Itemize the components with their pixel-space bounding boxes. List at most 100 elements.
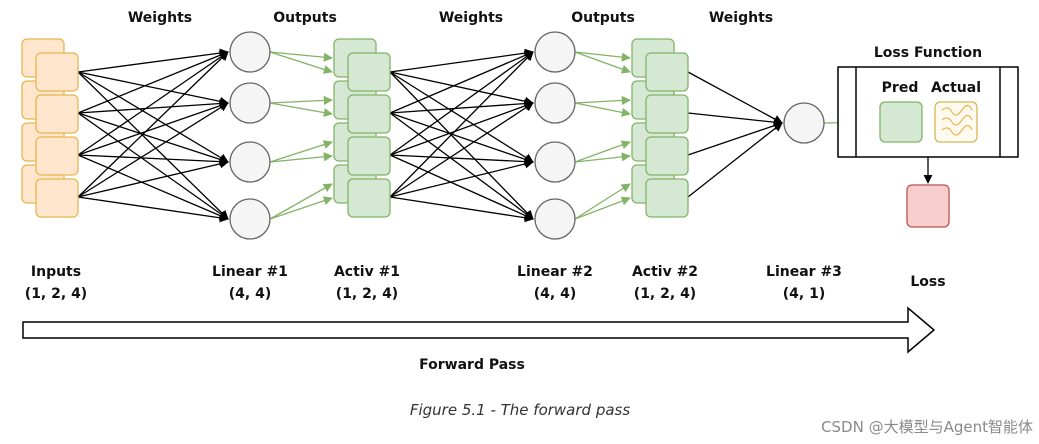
weight-edge <box>687 121 783 156</box>
weight-edge <box>77 196 229 223</box>
weight-edge <box>77 101 229 156</box>
activ2-name: Activ #2 <box>632 264 698 280</box>
output-edge <box>574 183 631 220</box>
weight-edge <box>77 112 229 220</box>
activ2-stack <box>631 38 689 218</box>
weight-edge <box>687 112 783 127</box>
output-edge <box>269 196 333 220</box>
output-edge <box>269 51 333 62</box>
input-cell <box>35 178 79 218</box>
linear2-neurons <box>534 31 576 240</box>
loss-function-title: Loss Function <box>874 45 982 61</box>
weight-edge <box>389 71 534 106</box>
inputs-shape: (1, 2, 4) <box>25 286 87 302</box>
weight-edge <box>389 71 534 220</box>
weight-edge <box>77 71 229 163</box>
weight-edge <box>77 154 229 220</box>
loss-box <box>906 184 950 228</box>
activ1-shape: (1, 2, 4) <box>336 286 398 302</box>
input-cell <box>35 52 79 92</box>
output-edge <box>574 51 631 62</box>
weight-edge <box>77 112 229 164</box>
input-cell <box>35 94 79 134</box>
activ1-name: Activ #1 <box>334 264 400 280</box>
pred-label: Pred <box>882 80 919 96</box>
weight-edge <box>77 154 229 167</box>
weight-edge <box>389 112 534 220</box>
weight-edge <box>77 71 229 106</box>
activ2-shape: (1, 2, 4) <box>634 286 696 302</box>
neuron <box>229 31 271 73</box>
linear2-shape: (4, 4) <box>534 286 576 302</box>
neuron <box>534 141 576 183</box>
output-edge <box>574 102 631 117</box>
weight-edge <box>77 48 229 73</box>
weight-edge <box>389 154 534 220</box>
activ1-stack <box>333 38 391 218</box>
weight-edge <box>77 99 229 114</box>
activ-cell <box>347 178 391 218</box>
weight-edge <box>389 159 534 198</box>
weight-edge <box>77 102 229 198</box>
weight-edge <box>77 71 229 220</box>
activ-cell <box>645 52 689 92</box>
weight-edge <box>389 112 534 164</box>
weight-edge <box>389 99 534 114</box>
neuron <box>534 198 576 240</box>
linear2-name: Linear #2 <box>517 264 593 280</box>
activ-cell <box>645 178 689 218</box>
neuron <box>229 198 271 240</box>
forward-pass-label: Forward Pass <box>419 357 525 373</box>
output-edge <box>574 196 631 220</box>
input-cell <box>35 136 79 176</box>
output-edge <box>269 183 333 220</box>
forward-pass-arrow <box>22 306 936 354</box>
loss-name: Loss <box>910 274 945 290</box>
output-edge <box>574 51 631 74</box>
output-edge <box>269 102 333 118</box>
weight-edge <box>389 102 534 198</box>
weight-edge <box>389 48 534 73</box>
weight-edge <box>687 122 783 198</box>
linear3-neuron <box>783 102 825 144</box>
weight-edge <box>389 51 534 156</box>
output-edge <box>574 152 631 163</box>
weight-edge <box>389 154 534 167</box>
actual-scribble <box>941 104 973 136</box>
weight-edge <box>389 101 534 156</box>
heading-weights-2: Weights <box>439 10 503 26</box>
actual-box <box>934 101 978 143</box>
weight-edge <box>77 159 229 198</box>
inputs-stack <box>21 38 79 218</box>
linear1-shape: (4, 4) <box>229 286 271 302</box>
output-edge <box>574 140 631 163</box>
output-edge <box>269 140 333 163</box>
figure-caption: Figure 5.1 - The forward pass <box>410 401 631 419</box>
weight-edge <box>77 50 229 114</box>
weight-edge <box>389 51 534 114</box>
neuron <box>229 82 271 124</box>
heading-weights-3: Weights <box>709 10 773 26</box>
weight-edge <box>389 71 534 163</box>
output-edge <box>269 152 333 163</box>
output-edge <box>269 51 333 74</box>
linear3-shape: (4, 1) <box>783 286 825 302</box>
activ-cell <box>645 136 689 176</box>
output-edge <box>574 95 631 105</box>
activ-cell <box>645 94 689 134</box>
neuron <box>534 31 576 73</box>
linear1-name: Linear #1 <box>212 264 288 280</box>
weight-edge <box>687 71 783 124</box>
loss-function-box <box>837 66 1019 158</box>
neuron <box>534 82 576 124</box>
heading-weights-1: Weights <box>128 10 192 26</box>
weight-edge <box>389 51 534 198</box>
inputs-name: Inputs <box>31 264 81 280</box>
weight-edge <box>77 51 229 156</box>
output-edge <box>269 95 333 105</box>
weight-edge <box>77 51 229 198</box>
connection-edges <box>77 48 879 223</box>
loss-function-frame <box>837 66 1019 158</box>
weight-edge <box>389 196 534 223</box>
